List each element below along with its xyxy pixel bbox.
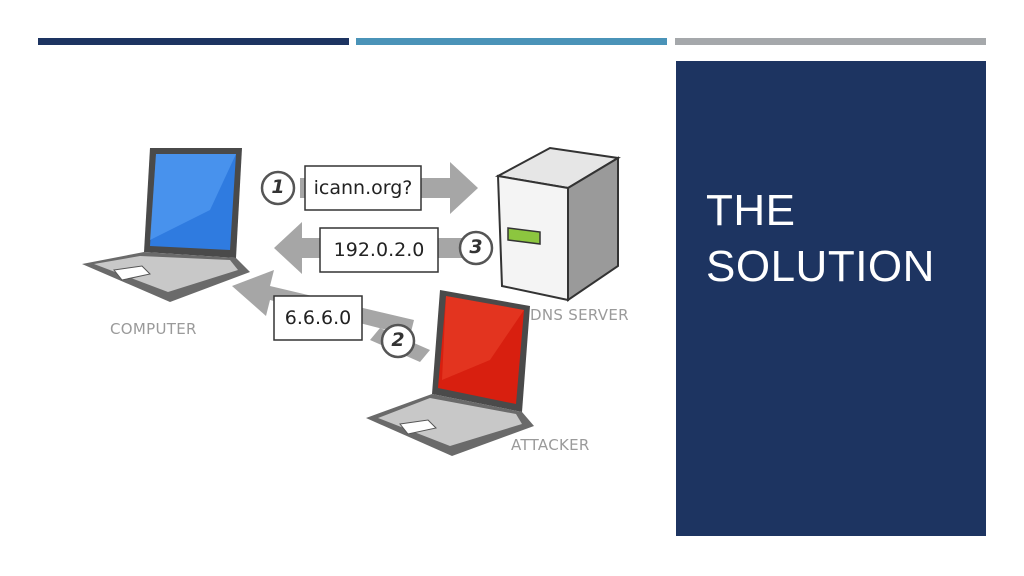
header-bar-dark	[38, 38, 349, 45]
diagram-graphics	[82, 146, 621, 456]
dns-server-label: DNS SERVER	[530, 306, 629, 324]
header-bar-gray	[675, 38, 986, 45]
slide-title-line-1: THE	[706, 186, 796, 235]
attacker-laptop-icon	[366, 290, 534, 456]
step-number-2: 2	[391, 329, 405, 351]
step-number-1: 1	[271, 176, 285, 198]
message-boxes	[273, 165, 439, 341]
legit-ip-text: 192.0.2.0	[333, 239, 425, 261]
step-badges	[260, 170, 494, 359]
attacker-label: ATTACKER	[511, 436, 590, 454]
dns-spoofing-diagram: 1 icann.org? 3 192.0.2.0 2 6.6.6.0 COMPU…	[70, 140, 650, 470]
spoofed-ip-text: 6.6.6.0	[284, 307, 352, 329]
title-panel: THE SOLUTION	[676, 61, 986, 536]
query-text: icann.org?	[313, 177, 413, 199]
computer-label: COMPUTER	[110, 320, 197, 338]
header-bar-teal	[356, 38, 667, 45]
slide-title-line-2: SOLUTION	[706, 242, 935, 291]
step-number-3: 3	[469, 236, 483, 258]
computer-laptop-icon	[82, 148, 250, 302]
slide-title: THE SOLUTION	[706, 183, 935, 295]
dns-server-tower-icon	[494, 146, 621, 302]
